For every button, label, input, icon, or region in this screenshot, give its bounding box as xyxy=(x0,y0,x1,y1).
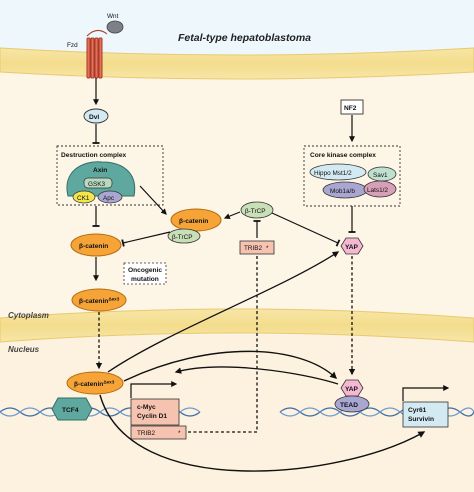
trib2-star: * xyxy=(266,245,269,252)
gsk3-node xyxy=(83,177,113,189)
ck1-node xyxy=(72,190,96,204)
yap-target-box xyxy=(402,401,449,428)
yap-cytoplasm-node xyxy=(340,237,364,255)
ck1-label: CK1 xyxy=(77,195,90,202)
beta-catenin-node xyxy=(70,233,122,257)
mob-label: Mob1a/b xyxy=(330,188,355,195)
wnt-target-box xyxy=(130,398,180,426)
tcf4-node xyxy=(51,397,93,421)
apc-node xyxy=(97,190,123,204)
oncogenic-mutation-line2: mutation xyxy=(131,276,159,283)
dvl-node xyxy=(83,108,109,124)
beta-catenin-complex-label: β-catenin xyxy=(179,218,208,225)
extracellular-region xyxy=(0,0,474,55)
sav1-label: Sav1 xyxy=(373,172,388,179)
trib2-nuclear-label: TRIB2 xyxy=(137,430,156,437)
nf2-node xyxy=(340,99,364,115)
beta-trcp-label: β-TrCP xyxy=(245,208,265,215)
tead-label: TEAD xyxy=(340,402,358,409)
yap-nuclear-node xyxy=(340,379,364,397)
beta-catenin-mutant-node xyxy=(71,288,127,312)
fzd-receptor-shape xyxy=(86,30,108,79)
wnt-ligand-shape xyxy=(106,20,124,34)
trib2-label: TRIB2 xyxy=(244,245,263,252)
fzd-label: Fzd xyxy=(67,42,78,49)
tead-node xyxy=(334,395,370,413)
wnt-target-line1: c-Myc xyxy=(137,404,156,411)
hippo-label: Hippo Mst1/2 xyxy=(314,170,352,177)
beta-catenin-mutant-nuclear-node xyxy=(66,371,124,395)
lats-node xyxy=(363,180,397,198)
gsk3-label: GSK3 xyxy=(88,181,105,188)
yap-target-line2: Survivin xyxy=(408,416,434,423)
yap-target-line1: Cyr61 xyxy=(408,407,427,414)
beta-catenin-label: β-catenin xyxy=(79,243,108,250)
yap-cytoplasm-label: YAP xyxy=(345,244,359,251)
beta-trcp-node xyxy=(240,201,274,219)
nucleus-label: Nucleus xyxy=(8,345,40,354)
cytoplasm-label: Cytoplasm xyxy=(8,311,49,320)
tcf4-label: TCF4 xyxy=(62,407,79,414)
oncogenic-mutation-line1: Oncogenic xyxy=(128,267,162,274)
lats-label: Lats1/2 xyxy=(367,187,388,194)
wnt-target-line2: Cyclin D1 xyxy=(137,413,167,420)
axin-label: Axin xyxy=(93,167,107,174)
trib2-node xyxy=(239,240,275,255)
wnt-label: Wnt xyxy=(107,13,119,20)
oncogenic-mutation-box xyxy=(123,262,167,285)
beta-trcp-bound-node xyxy=(167,228,201,244)
destruction-complex-box xyxy=(56,145,164,206)
apc-label: Apc xyxy=(103,195,115,202)
nf2-label: NF2 xyxy=(344,105,357,112)
diagram-title: Fetal-type hepatoblastoma xyxy=(178,32,311,44)
nuclear-membrane xyxy=(0,308,474,343)
beta-catenin-mutant-nuclear-label: β-cateninΔex3 xyxy=(74,380,115,389)
beta-trcp-bound-label: β-TrCP xyxy=(172,234,192,241)
core-kinase-complex-title: Core kinase complex xyxy=(310,152,376,159)
dvl-label: Dvl xyxy=(89,114,99,121)
destruction-complex-title: Destruction complex xyxy=(61,152,127,159)
yap-nuclear-label: YAP xyxy=(345,386,359,393)
hippo-node xyxy=(309,163,367,181)
beta-catenin-mutant-label: β-cateninΔex3 xyxy=(79,297,120,306)
cell-membrane xyxy=(0,47,474,80)
trib2-nuclear-star: * xyxy=(178,430,181,437)
trib2-nuclear-node xyxy=(130,425,187,440)
